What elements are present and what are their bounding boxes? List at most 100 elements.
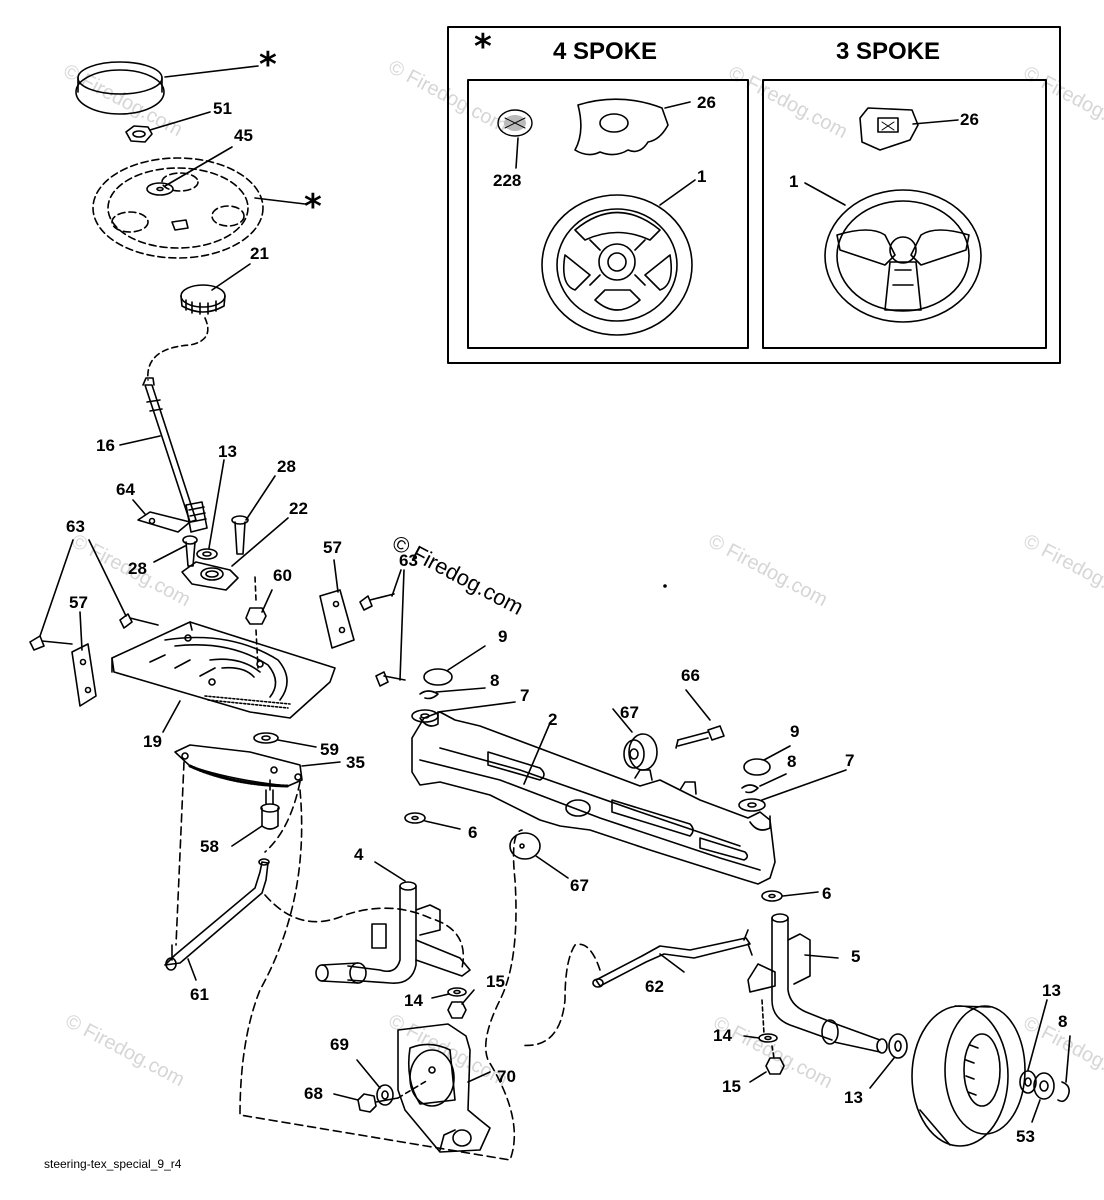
steering-wheel-generic xyxy=(92,157,264,259)
nut-15-left xyxy=(447,1001,467,1019)
asterisk-callout: * xyxy=(304,187,322,227)
hub-cap xyxy=(75,61,165,115)
washer-13-inner xyxy=(888,1033,908,1059)
bolt-66 xyxy=(675,725,725,749)
front-axle-2 xyxy=(411,711,776,885)
steering-shaft-16 xyxy=(142,377,208,533)
part-label: 6 xyxy=(822,884,832,903)
wheel-options-inset xyxy=(447,26,1061,364)
bumper-67-upper xyxy=(623,733,658,771)
nut-15-right xyxy=(765,1057,785,1075)
bolt-63-right-upper xyxy=(359,593,395,611)
front-tire xyxy=(911,1005,1026,1147)
part-label: 1 xyxy=(697,167,707,186)
part-label: 69 xyxy=(330,1035,349,1054)
part-label: 70 xyxy=(497,1067,516,1086)
part-label: 7 xyxy=(845,751,855,770)
washer-14-left xyxy=(447,987,467,997)
four-spoke-steering-wheel xyxy=(541,194,693,336)
part-label: 63 xyxy=(399,551,418,570)
part-label: 57 xyxy=(69,593,88,612)
part-label: 9 xyxy=(790,722,800,741)
washer-7-left xyxy=(411,709,439,723)
part-label: 61 xyxy=(190,985,209,1004)
three-spoke-steering-wheel xyxy=(824,189,982,323)
part-label: 67 xyxy=(570,876,589,895)
bolt-63-left xyxy=(29,635,73,651)
spindle-4-left xyxy=(315,881,471,984)
bushing-13 xyxy=(196,548,218,560)
asterisk-callout: * xyxy=(259,45,277,85)
part-label: 13 xyxy=(218,442,237,461)
clip-8-wheel xyxy=(1057,1081,1070,1103)
spacer-57-right xyxy=(319,589,355,649)
four-spoke-cover xyxy=(574,98,669,156)
bracket-70 xyxy=(397,1023,491,1153)
part-label: 63 xyxy=(66,517,85,536)
part-label: 4 xyxy=(354,845,364,864)
part-label: 2 xyxy=(548,710,558,729)
part-label: 8 xyxy=(787,752,797,771)
part-label: 67 xyxy=(620,703,639,722)
spacer-57-left xyxy=(71,643,97,707)
part-label: 14 xyxy=(404,991,423,1010)
nut-51 xyxy=(125,125,153,143)
part-label: 15 xyxy=(722,1077,741,1096)
four-spoke-title: 4 SPOKE xyxy=(553,38,658,65)
washer-7-right xyxy=(738,798,766,812)
nut-60 xyxy=(245,607,267,625)
part-label: 64 xyxy=(116,480,135,499)
part-label: 13 xyxy=(844,1088,863,1107)
part-label: 14 xyxy=(713,1026,732,1045)
washer-6-left xyxy=(404,812,426,824)
part-label: 9 xyxy=(498,627,508,646)
part-label: 6 xyxy=(468,823,478,842)
bumper-67-lower xyxy=(509,832,541,860)
asterisk-symbol: * xyxy=(474,27,492,67)
part-label: 22 xyxy=(289,499,308,518)
part-label: 228 xyxy=(493,171,522,190)
clip-8-right xyxy=(741,784,759,794)
washer-14-right xyxy=(758,1033,778,1043)
bolt-63-right-lower xyxy=(375,671,406,687)
part-label: 5 xyxy=(851,947,861,966)
cap-9-right xyxy=(743,758,771,776)
part-label: 58 xyxy=(200,837,219,856)
cap-9-left xyxy=(423,668,453,686)
part-label: 45 xyxy=(234,126,253,145)
drag-link-61 xyxy=(164,858,270,971)
part-label: 21 xyxy=(250,244,269,263)
part-label: 35 xyxy=(346,753,365,772)
part-label: 26 xyxy=(960,110,979,129)
three-spoke-title: 3 SPOKE xyxy=(836,38,941,65)
part-label: 19 xyxy=(143,732,162,751)
part-label: 53 xyxy=(1016,1127,1035,1146)
washer-59 xyxy=(253,732,279,744)
washer-45 xyxy=(146,182,174,196)
part-label: 60 xyxy=(273,566,292,585)
part-label: 66 xyxy=(681,666,700,685)
part-label: 7 xyxy=(520,686,530,705)
tie-rod-62 xyxy=(592,929,753,988)
bolt-58 xyxy=(260,789,280,830)
bolt-28-right xyxy=(231,515,249,555)
part-label: 26 xyxy=(697,93,716,112)
part-label: 8 xyxy=(490,671,500,690)
part-label: 62 xyxy=(645,977,664,996)
part-label: 13 xyxy=(1042,981,1061,1000)
part-label: 8 xyxy=(1058,1012,1068,1031)
part-label: 1 xyxy=(789,172,799,191)
part-label: 16 xyxy=(96,436,115,455)
four-spoke-emblem xyxy=(497,109,533,137)
spindle-5-right xyxy=(747,913,888,1054)
part-label: 28 xyxy=(128,559,147,578)
clip-8-left xyxy=(419,690,439,700)
bolt-68 xyxy=(357,1093,399,1113)
steering-plate-19 xyxy=(111,621,336,719)
diagram-code: steering-tex_special_9_r4 xyxy=(44,1157,182,1171)
sector-gear-35 xyxy=(174,744,303,788)
part-label: 59 xyxy=(320,740,339,759)
bearing-flange-22 xyxy=(181,561,239,591)
